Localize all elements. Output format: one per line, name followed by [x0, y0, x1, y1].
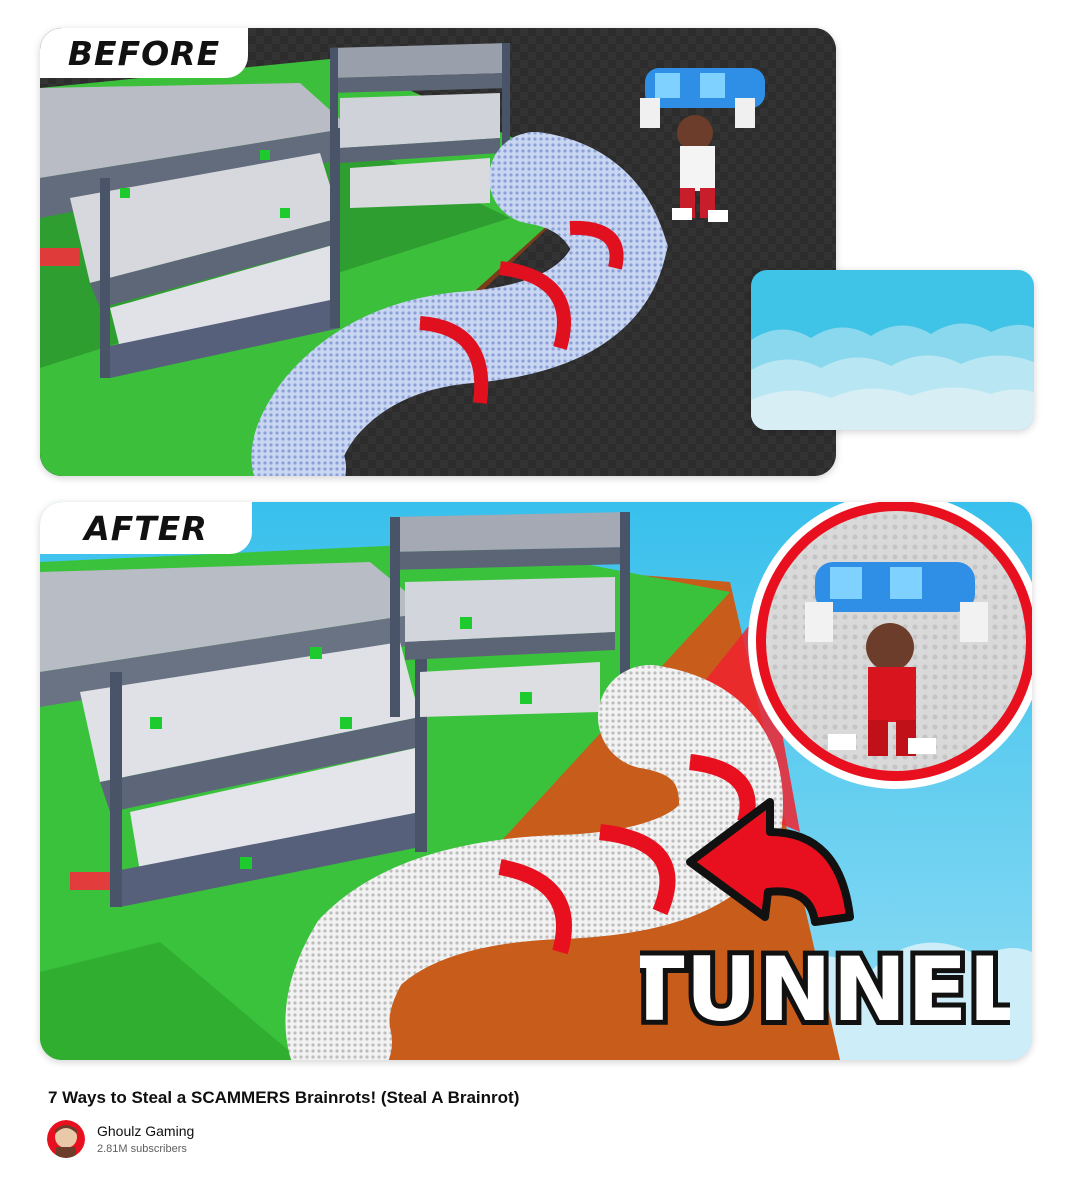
- tunnel-overlay-label: TUNNEL: [640, 933, 1010, 1045]
- before-image-panel: BEFORE: [40, 28, 836, 476]
- before-label: BEFORE: [40, 28, 248, 78]
- video-title[interactable]: 7 Ways to Steal a SCAMMERS Brainrots! (S…: [48, 1088, 520, 1107]
- character-before: [640, 68, 765, 222]
- character-zoom-circle: [748, 502, 1032, 789]
- after-scene: [40, 502, 1032, 1060]
- channel-avatar[interactable]: [47, 1120, 85, 1158]
- after-image-panel: AFTER: [40, 502, 1032, 1060]
- cloud-background: [751, 270, 1034, 430]
- sky-swatch: [751, 270, 1034, 430]
- tunnel-text: TUNNEL: [640, 938, 1010, 1041]
- before-scene: [40, 28, 836, 476]
- subscriber-count: 2.81M subscribers: [97, 1143, 187, 1155]
- after-label: AFTER: [40, 502, 252, 554]
- channel-name[interactable]: Ghoulz Gaming: [97, 1123, 195, 1139]
